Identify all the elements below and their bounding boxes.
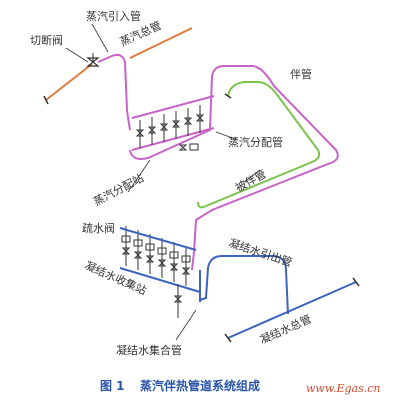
traced-pipe <box>197 81 321 209</box>
distribution-trap-icon <box>178 143 199 151</box>
label-condensate-outlet: 凝结水引出管 <box>227 236 294 270</box>
label-steam-dist-pipe: 蒸汽分配管 <box>228 135 283 149</box>
condensate-outlet-pipe <box>199 255 289 315</box>
steam-main-pipe <box>129 27 193 59</box>
figure-title: 蒸汽伴热管道系统组成 <box>140 378 260 393</box>
condensate-collect-header-top <box>119 227 197 251</box>
watermark: www.Egas.cn <box>306 382 380 395</box>
condensate-collect-header-bottom <box>119 267 201 293</box>
steam-main-end-cap <box>43 95 49 105</box>
tracer-pipe <box>129 65 339 271</box>
traced-pipe-end-cap <box>224 93 232 99</box>
condensate-main-pipe <box>227 281 357 339</box>
label-condensate-collect-station: 凝结水收集站 <box>83 258 149 298</box>
label-steam-dist-station: 蒸汽分配站 <box>91 170 146 208</box>
label-trap-valve: 疏水阀 <box>82 221 115 235</box>
trap-valves <box>121 226 191 286</box>
steam-distribution-header <box>131 95 215 119</box>
label-steam-inlet: 蒸汽引入管 <box>86 9 141 23</box>
leader-lines <box>65 23 261 341</box>
condensate-main-end-cap-left <box>224 333 232 343</box>
steam-inlet-pipe <box>97 53 131 131</box>
lower-trap-icon <box>173 284 183 318</box>
label-condensate-collect-pipe: 凝结水集合管 <box>116 343 182 357</box>
label-shutoff-valve: 切断阀 <box>30 33 63 47</box>
shutoff-valve-icon <box>86 53 100 67</box>
label-condensate-main: 凝结水总管 <box>258 312 314 347</box>
condensate-main-end-cap-right <box>352 277 360 287</box>
steam-distribution-valves <box>135 105 205 148</box>
steam-inlet-left-stub <box>45 63 93 101</box>
label-tracer: 伴管 <box>290 67 312 81</box>
figure-number: 图 1 <box>100 379 125 393</box>
